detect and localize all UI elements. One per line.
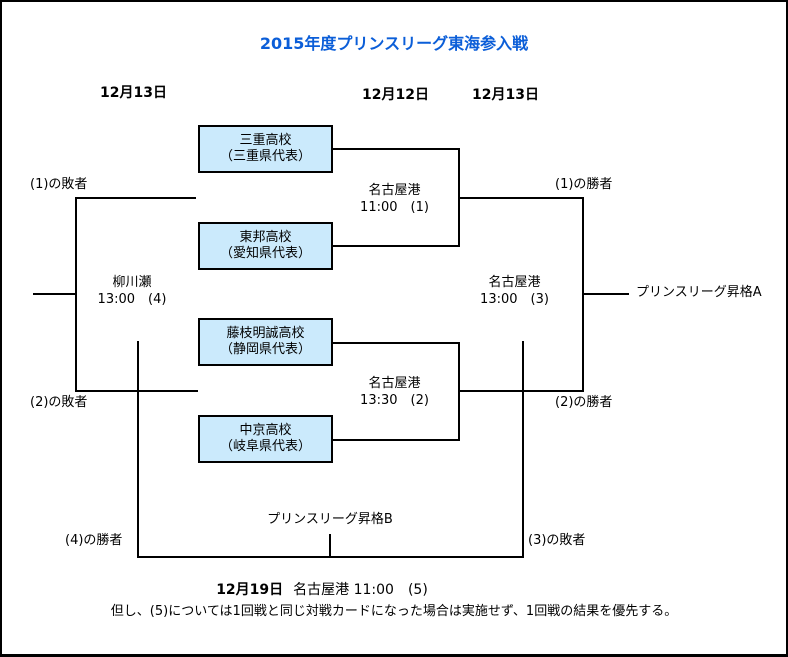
footnote: 但し、(5)については1回戦と同じ対戦カードになった場合は実施せず、1回戦の結果… (110, 604, 678, 619)
team-rep: （静岡県代表） (219, 342, 311, 357)
match-time: 13:00 (4) (97, 292, 167, 307)
line-match5-winner (329, 534, 331, 556)
winner-1-label: (1)の勝者 (555, 177, 613, 192)
match-venue: 柳川瀬 (112, 275, 152, 290)
match-time: 11:00 (1) (360, 200, 429, 215)
promotion-b-label: プリンスリーグ昇格B (267, 512, 393, 527)
line-fujieda-connector (333, 342, 460, 344)
match-1-label: 名古屋港 11:00 (1) (332, 182, 457, 216)
team-name: 藤枝明誠高校 (226, 326, 305, 341)
line-loser2 (75, 390, 198, 392)
team-name: 中京高校 (239, 423, 292, 438)
line-loser3-drop (522, 341, 524, 558)
date-header-center: 12月12日 (362, 87, 429, 103)
winner-2-label: (2)の勝者 (555, 395, 613, 410)
match-5-detail: 名古屋港 11:00 (5) (293, 582, 428, 598)
team-name: 東邦高校 (239, 230, 292, 245)
team-name: 三重高校 (239, 133, 292, 148)
winner-4-label: (4)の勝者 (65, 533, 123, 548)
line-chukyo-connector (333, 439, 460, 441)
match-4-label: 柳川瀬 13:00 (4) (72, 274, 192, 308)
team-rep: （愛知県代表） (219, 246, 311, 261)
match-2-label: 名古屋港 13:30 (2) (332, 375, 457, 409)
page-title: 2015年度プリンスリーグ東海参入戦 (259, 34, 529, 53)
match-3-label: 名古屋港 13:00 (3) (452, 274, 577, 308)
team-box-chukyo: 中京高校 （岐阜県代表） (198, 415, 333, 463)
line-match2-winner (458, 390, 584, 392)
team-box-fujieda: 藤枝明誠高校 （静岡県代表） (198, 318, 333, 366)
team-box-toho: 東邦高校 （愛知県代表） (198, 222, 333, 270)
line-winner4-drop (137, 341, 139, 558)
match-venue: 名古屋港 (368, 183, 421, 198)
line-match1-winner (458, 197, 584, 199)
line-mie-connector (333, 148, 460, 150)
match-venue: 名古屋港 (368, 376, 421, 391)
loser-1-label: (1)の敗者 (30, 177, 88, 192)
line-match4-vertical (75, 197, 77, 392)
match-time: 13:30 (2) (360, 393, 429, 408)
loser-3-label: (3)の敗者 (528, 533, 586, 548)
loser-2-label: (2)の敗者 (30, 395, 88, 410)
promotion-a-label: プリンスリーグ昇格A (636, 285, 762, 300)
match-5-label: 12月19日名古屋港 11:00 (5) (132, 579, 512, 599)
team-rep: （岐阜県代表） (219, 439, 311, 454)
line-match4-output (33, 293, 75, 295)
line-toho-connector (333, 245, 460, 247)
line-match3-vertical (582, 197, 584, 392)
match-venue: 名古屋港 (488, 275, 541, 290)
line-match3-winner (584, 293, 629, 295)
match-5-date: 12月19日 (216, 582, 284, 598)
date-header-right: 12月13日 (472, 87, 539, 103)
line-loser1 (75, 197, 196, 199)
team-rep: （三重県代表） (219, 149, 311, 164)
date-header-left: 12月13日 (100, 85, 167, 101)
team-box-mie: 三重高校 （三重県代表） (198, 125, 333, 173)
match-time: 13:00 (3) (480, 292, 549, 307)
line-match5-bottom (137, 556, 524, 558)
